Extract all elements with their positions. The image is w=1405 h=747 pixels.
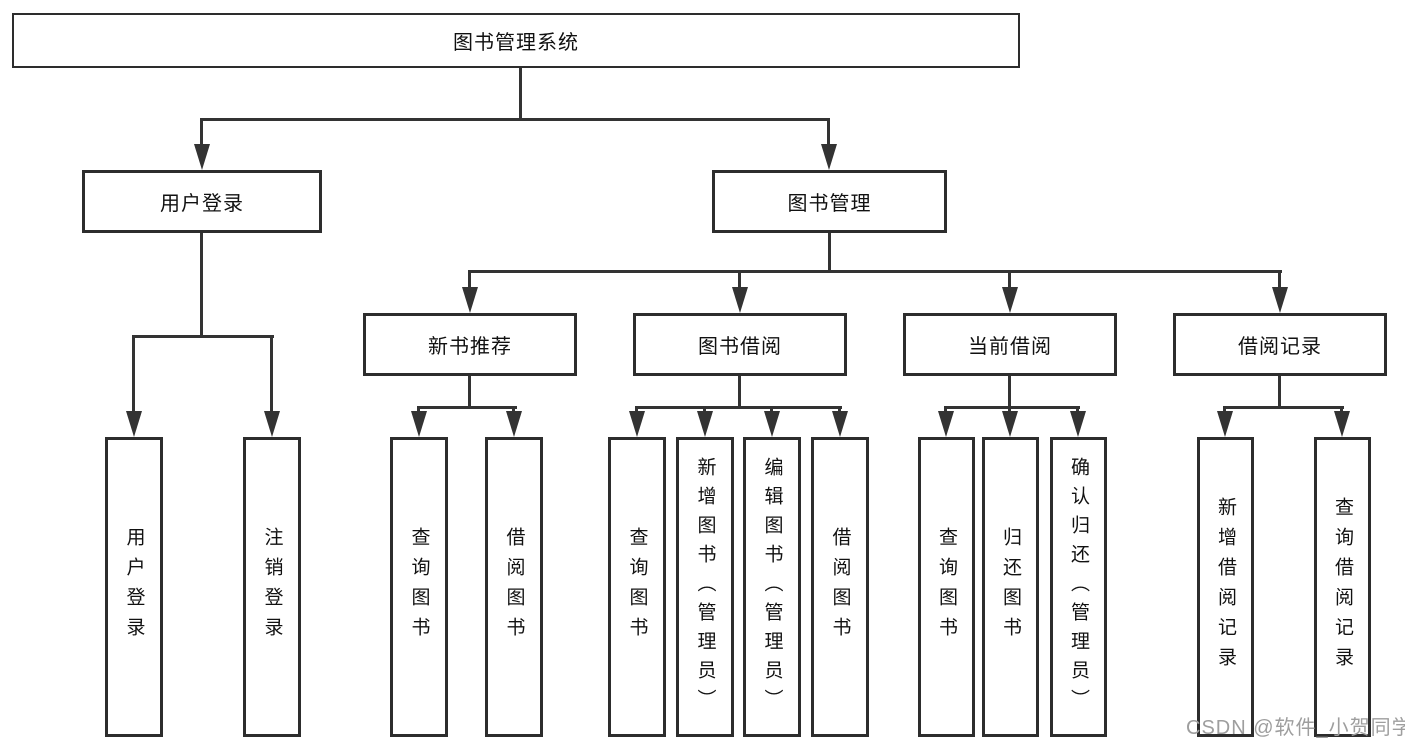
arrow-down-icon <box>629 411 645 437</box>
leaf-return-books: 归还图书 <box>982 437 1039 737</box>
arrow-down-icon <box>832 411 848 437</box>
connector-line <box>1278 376 1281 406</box>
connector-line <box>468 270 471 289</box>
leaf-query-books-borrowing: 查询图书 <box>608 437 666 737</box>
connector-line <box>512 406 515 413</box>
connector-line <box>828 233 831 270</box>
leaf-query-books-current: 查询图书 <box>918 437 975 737</box>
connector-line <box>1223 406 1226 413</box>
leaf-user-login: 用户登录 <box>105 437 163 737</box>
connector-line <box>944 406 1080 409</box>
leaf-edit-books-admin: 编辑图书（管理员） <box>743 437 801 737</box>
leaf-borrow-books: 借阅图书 <box>811 437 869 737</box>
leaf-confirm-return-admin: 确认归还（管理员） <box>1050 437 1107 737</box>
connector-line <box>944 406 947 413</box>
connector-line <box>1278 270 1281 289</box>
connector-line <box>1340 406 1343 413</box>
watermark: CSDN @软件_小贺同学 <box>1186 717 1405 739</box>
connector-line <box>770 406 773 413</box>
node-library-system: 图书管理系统 <box>12 13 1020 68</box>
node-borrowing-records: 借阅记录 <box>1173 313 1387 376</box>
node-new-book-recommendation: 新书推荐 <box>363 313 577 376</box>
arrow-down-icon <box>506 411 522 437</box>
connector-line <box>738 270 741 289</box>
connector-line <box>200 233 203 335</box>
arrow-down-icon <box>1002 411 1018 437</box>
leaf-query-books-recommend: 查询图书 <box>390 437 448 737</box>
connector-line <box>827 118 830 146</box>
connector-line <box>468 376 471 406</box>
connector-line <box>1223 406 1344 409</box>
connector-line <box>417 406 420 413</box>
leaf-query-borrow-record: 查询借阅记录 <box>1314 437 1371 737</box>
connector-line <box>1008 376 1011 406</box>
connector-line <box>200 118 830 121</box>
connector-line <box>200 118 203 146</box>
node-current-borrowing: 当前借阅 <box>903 313 1117 376</box>
connector-line <box>635 406 638 413</box>
connector-line <box>738 376 741 406</box>
arrow-down-icon <box>764 411 780 437</box>
node-user-login: 用户登录 <box>82 170 322 233</box>
node-book-management: 图书管理 <box>712 170 947 233</box>
arrow-down-icon <box>821 144 837 170</box>
arrow-down-icon <box>126 411 142 437</box>
connector-line <box>519 68 522 118</box>
connector-line <box>132 335 135 413</box>
arrow-down-icon <box>1272 287 1288 313</box>
arrow-down-icon <box>697 411 713 437</box>
arrow-down-icon <box>411 411 427 437</box>
connector-line <box>1076 406 1079 413</box>
connector-line <box>270 335 273 413</box>
leaf-borrow-books-recommend: 借阅图书 <box>485 437 543 737</box>
connector-line <box>1008 270 1011 289</box>
leaf-add-borrow-record: 新增借阅记录 <box>1197 437 1254 737</box>
arrow-down-icon <box>1217 411 1233 437</box>
arrow-down-icon <box>462 287 478 313</box>
connector-line <box>468 270 1282 273</box>
arrow-down-icon <box>1002 287 1018 313</box>
node-book-borrowing: 图书借阅 <box>633 313 847 376</box>
arrow-down-icon <box>194 144 210 170</box>
leaf-logout-login: 注销登录 <box>243 437 301 737</box>
arrow-down-icon <box>732 287 748 313</box>
arrow-down-icon <box>1070 411 1086 437</box>
connector-line <box>703 406 706 413</box>
connector-line <box>132 335 274 338</box>
connector-line <box>635 406 842 409</box>
arrow-down-icon <box>1334 411 1350 437</box>
connector-line <box>1008 406 1011 413</box>
connector-line <box>838 406 841 413</box>
arrow-down-icon <box>938 411 954 437</box>
arrow-down-icon <box>264 411 280 437</box>
connector-line <box>417 406 517 409</box>
leaf-add-books-admin: 新增图书（管理员） <box>676 437 734 737</box>
